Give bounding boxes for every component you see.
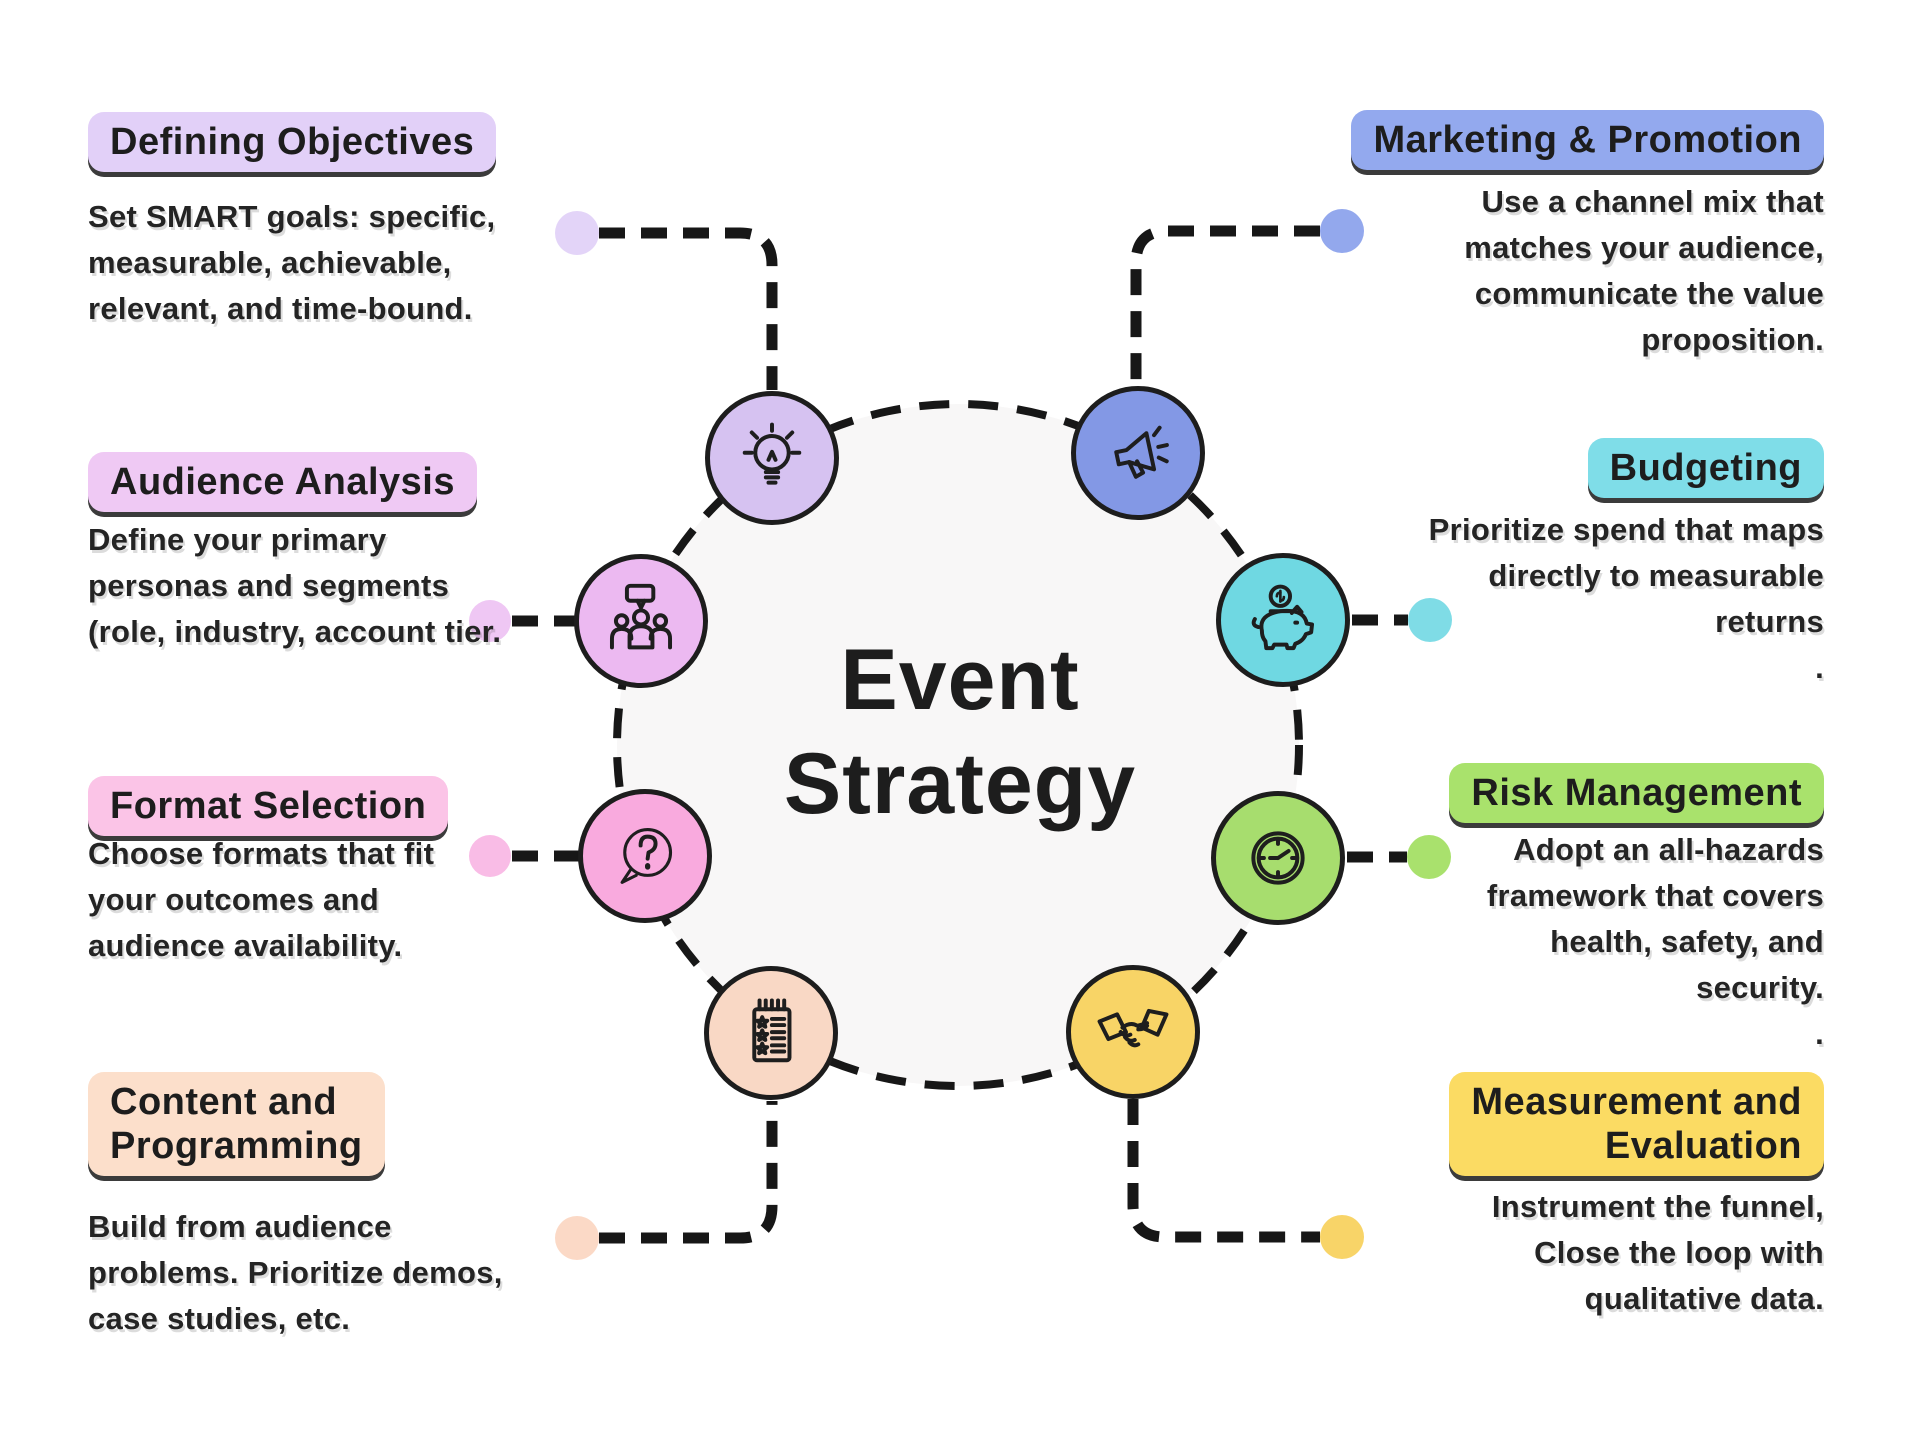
section-budgeting: Budgeting (1224, 438, 1824, 498)
checklist-notepad-icon (704, 966, 838, 1100)
section-format-selection: Format Selection (88, 776, 449, 836)
dot-format (469, 835, 511, 877)
defining-objectives-title: Defining Objectives (88, 112, 497, 172)
section-measurement-evaluation: Measurement and Evaluation (1224, 1072, 1824, 1176)
dot-measurement (1320, 1215, 1364, 1259)
clock-icon (1211, 791, 1345, 925)
connector-measurement (1127, 1099, 1320, 1243)
megaphone-icon (1071, 386, 1205, 520)
hub-title: Event Strategy (0, 628, 1920, 836)
format-selection-title: Format Selection (88, 776, 449, 836)
section-content-programming: Content and Programming (88, 1072, 385, 1176)
hub-title-line2: Strategy (783, 736, 1137, 832)
dot-risk (1407, 835, 1451, 879)
marketing-promotion-title: Marketing & Promotion (1351, 110, 1824, 170)
dot-audience (469, 600, 511, 642)
section-defining-objectives: Defining Objectives (88, 112, 497, 172)
measurement-evaluation-body: Instrument the funnel, Close the loop wi… (1491, 1189, 1824, 1316)
hub-title-line1: Event (840, 632, 1080, 728)
content-programming-title: Content and Programming (88, 1072, 385, 1176)
audience-analysis-body: Define your primary personas and segment… (88, 522, 502, 649)
defining-objectives-body: Set SMART goals: specific, measurable, a… (88, 199, 496, 326)
connector-defining (599, 227, 778, 390)
dot-marketing (1320, 209, 1364, 253)
dot-budgeting (1408, 598, 1452, 642)
dot-content (555, 1216, 599, 1260)
lightbulb-icon (705, 391, 839, 525)
content-programming-body: Build from audience problems. Prioritize… (88, 1209, 503, 1336)
format-selection-body: Choose formats that fit your outcomes an… (88, 836, 435, 963)
risk-management-body: Adopt an all-hazards framework that cove… (1486, 832, 1824, 1051)
handshake-icon (1066, 965, 1200, 1099)
piggy-bank-icon (1216, 553, 1350, 687)
measurement-evaluation-title: Measurement and Evaluation (1449, 1072, 1824, 1176)
section-marketing-promotion: Marketing & Promotion (1224, 110, 1824, 170)
budgeting-body: Prioritize spend that maps directly to m… (1428, 512, 1824, 685)
risk-management-title: Risk Management (1449, 763, 1824, 823)
dot-defining (555, 211, 599, 255)
hub-dashed-circle (613, 400, 1303, 1090)
section-risk-management: Risk Management (1224, 763, 1824, 823)
budgeting-title: Budgeting (1587, 438, 1824, 498)
connector-marketing (1130, 225, 1320, 387)
audience-analysis-title: Audience Analysis (88, 452, 477, 512)
connector-content (599, 1101, 778, 1244)
section-audience-analysis: Audience Analysis (88, 452, 477, 512)
marketing-promotion-body: Use a channel mix that matches your audi… (1464, 184, 1824, 357)
question-bubble-icon (578, 789, 712, 923)
audience-people-icon (574, 554, 708, 688)
